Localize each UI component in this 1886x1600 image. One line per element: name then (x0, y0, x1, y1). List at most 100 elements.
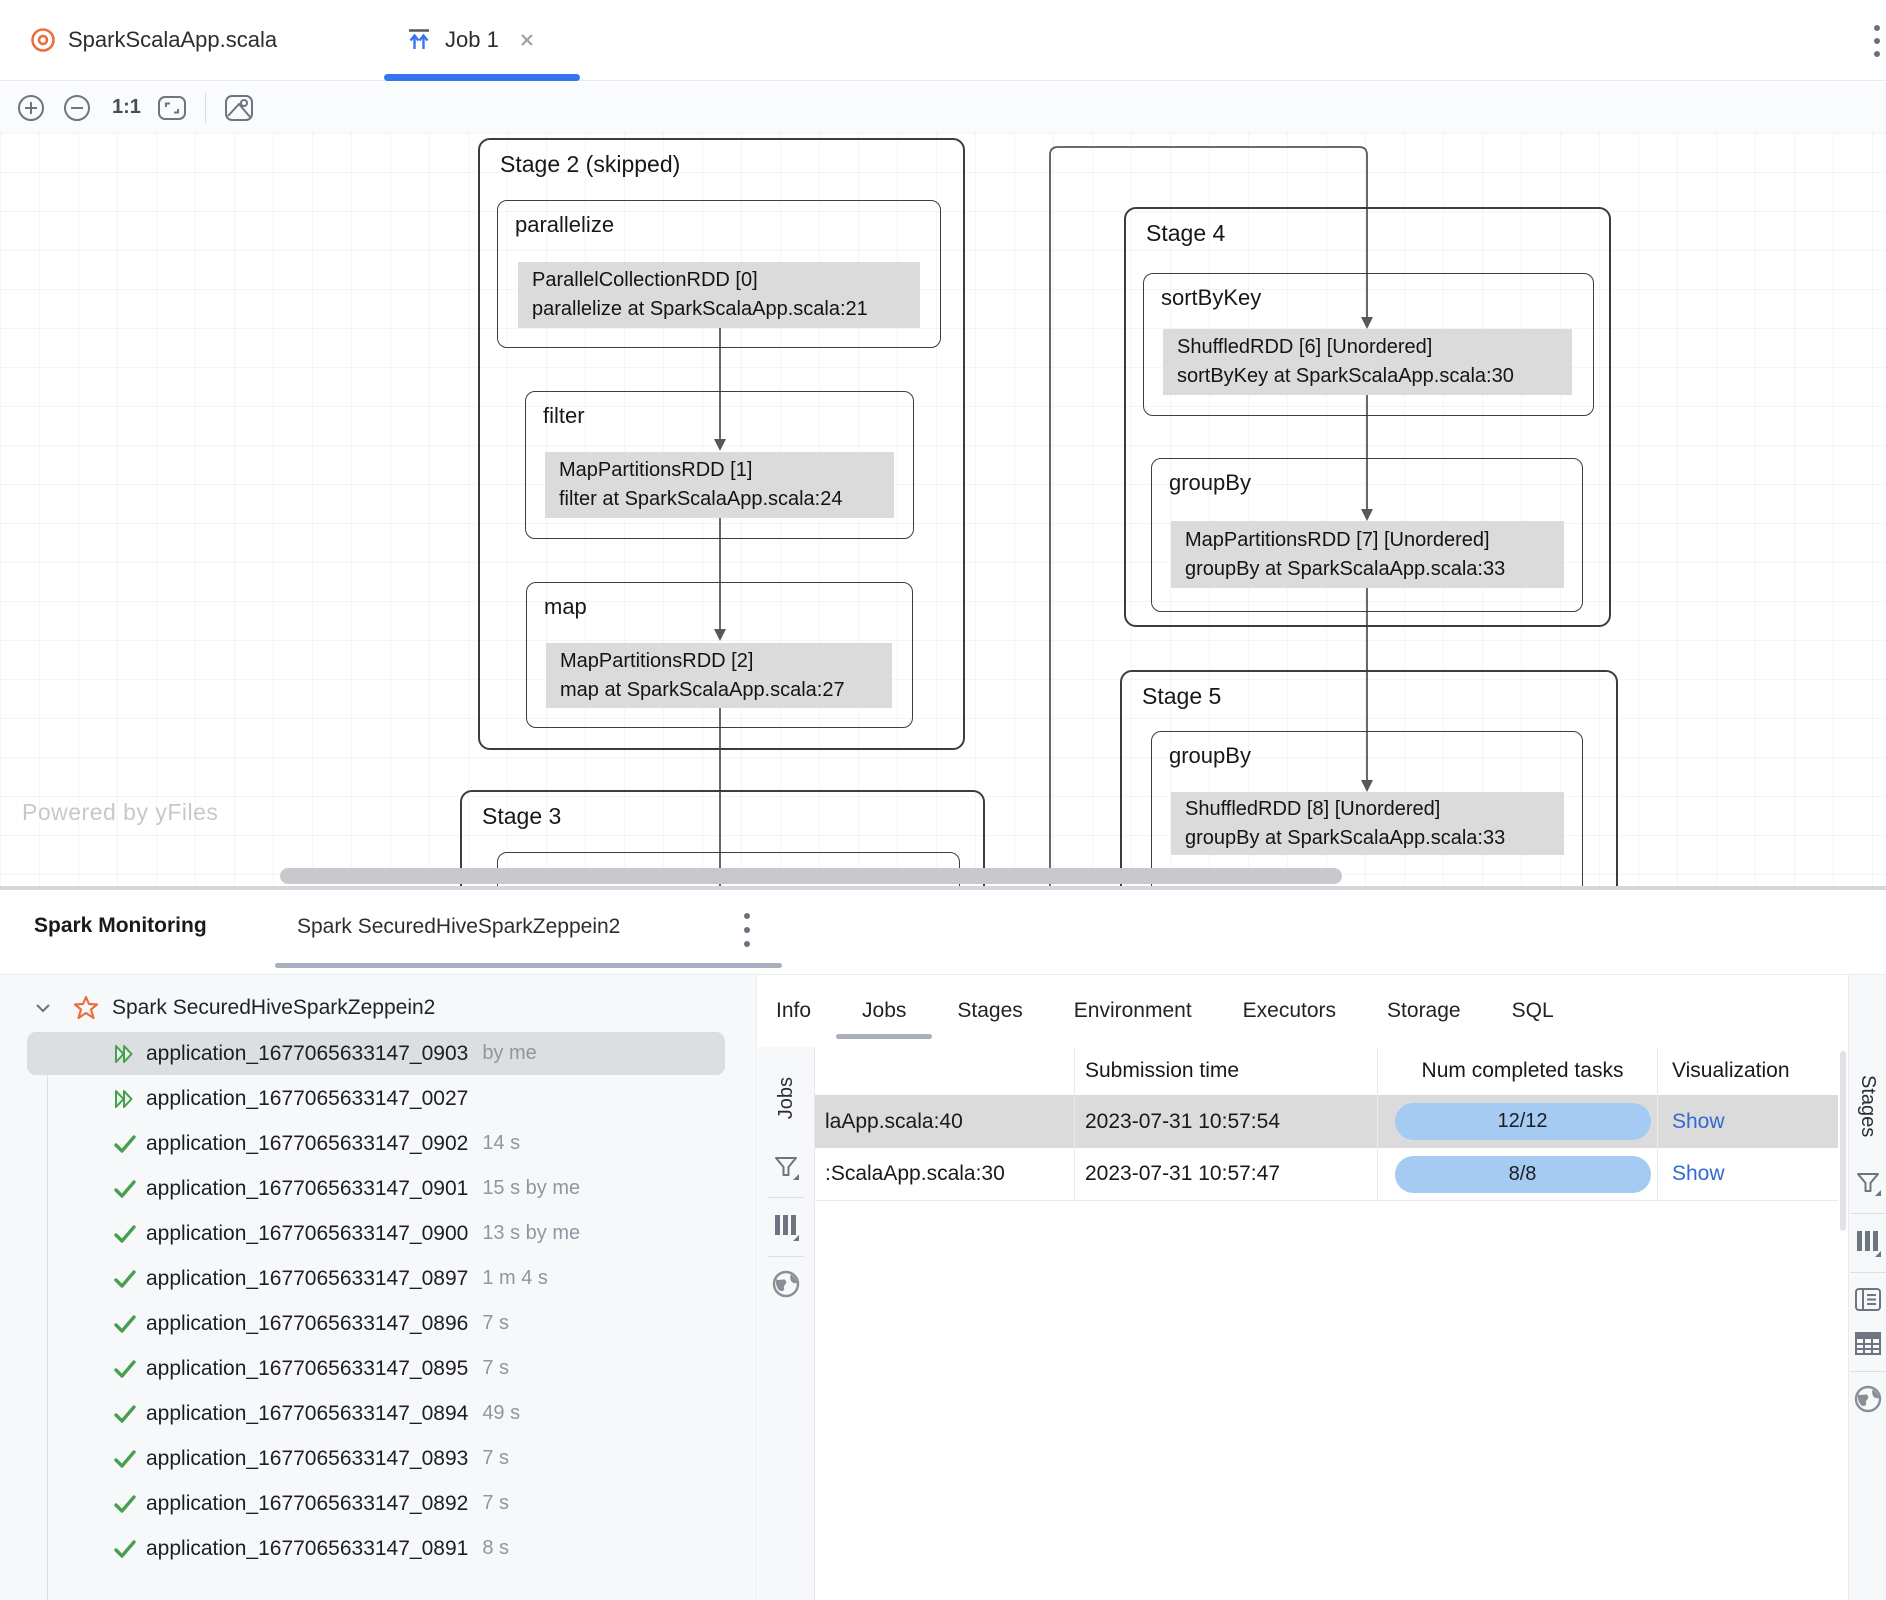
parallelize-op-box[interactable] (497, 200, 941, 348)
dag-canvas[interactable]: Stage 2 (skipped) parallelize ParallelCo… (0, 133, 1886, 886)
show-visualization-link[interactable]: Show (1672, 1162, 1725, 1185)
export-image-icon[interactable] (216, 88, 262, 128)
application-tree-row[interactable]: application_1677065633147_0901 15 s by m… (0, 1166, 756, 1211)
application-tree-row[interactable]: application_1677065633147_0896 7 s (0, 1301, 756, 1346)
submission-time-cell: 2023-07-31 10:57:47 (1075, 1148, 1378, 1200)
application-detail-panel: Info Jobs Stages (758, 975, 1886, 1600)
application-tree-row[interactable]: application_1677065633147_0027 (0, 1076, 756, 1121)
detail-tab[interactable]: SQL (1512, 975, 1554, 1047)
detail-tab-label: Storage (1387, 999, 1461, 1022)
application-status-icon (112, 1221, 138, 1247)
detail-tab[interactable]: Info (776, 975, 811, 1047)
rdd-node-map-partitions-7[interactable]: MapPartitionsRDD [7] [Unordered] groupBy… (1171, 521, 1564, 588)
detail-tab[interactable]: Environment (1074, 975, 1192, 1047)
columns-icon[interactable] (770, 1210, 802, 1244)
application-tree-row[interactable]: application_1677065633147_0903 by me (0, 1031, 756, 1076)
application-tree-row[interactable]: application_1677065633147_0891 8 s (0, 1526, 756, 1571)
filter-op-box[interactable] (525, 391, 914, 539)
application-status-icon (112, 1041, 138, 1067)
application-tree-row[interactable]: application_1677065633147_0900 13 s by m… (0, 1211, 756, 1256)
application-meta: 49 s (482, 1402, 521, 1424)
chevron-down-icon[interactable] (32, 997, 54, 1019)
detail-tab[interactable]: Stages (957, 975, 1022, 1047)
close-icon[interactable] (517, 30, 537, 50)
job-row[interactable]: :ScalaApp.scala:30 2023-07-31 10:57:47 8… (815, 1148, 1838, 1201)
column-header-num-completed-tasks[interactable]: Num completed tasks (1378, 1047, 1658, 1095)
detail-tab[interactable]: Storage (1387, 975, 1461, 1047)
rdd-node-shuffled-8[interactable]: ShuffledRDD [8] [Unordered] groupBy at S… (1171, 792, 1564, 855)
detail-tabs: Info Jobs Stages (758, 975, 1554, 1047)
connection-tab-indicator (275, 963, 782, 968)
map-op-box[interactable] (526, 582, 913, 728)
more-options-icon[interactable] (1870, 22, 1884, 62)
filter-icon[interactable] (1852, 1167, 1884, 1201)
detail-tab[interactable]: Executors (1243, 975, 1336, 1047)
stages-stripe-label[interactable]: Stages (1857, 1075, 1879, 1138)
rdd-node-line1: ShuffledRDD [6] [Unordered] (1177, 336, 1433, 358)
zoom-in-icon[interactable] (8, 88, 54, 128)
details-view-icon[interactable] (1852, 1285, 1884, 1315)
rdd-node-line1: MapPartitionsRDD [1] (559, 459, 753, 481)
globe-icon[interactable] (1853, 1384, 1883, 1414)
scala-file-icon (30, 27, 56, 53)
application-tree-row[interactable]: application_1677065633147_0893 7 s (0, 1436, 756, 1481)
graph-toolbar: 1:1 (0, 82, 1886, 133)
application-meta: 7 s (482, 1492, 509, 1514)
stripe-divider (768, 1256, 804, 1258)
groupby-op-label-stage4: groupBy (1169, 470, 1251, 495)
sortbykey-op-box[interactable] (1143, 273, 1594, 416)
submission-time-cell: 2023-07-31 10:57:54 (1075, 1095, 1378, 1148)
stage-3-box[interactable] (460, 790, 985, 886)
application-id: application_1677065633147_0900 (146, 1221, 469, 1245)
detail-tab-label: Stages (957, 999, 1023, 1022)
tool-window-title: Spark Monitoring (34, 914, 207, 937)
jobs-stripe-label[interactable]: Jobs (774, 1077, 797, 1120)
rdd-node-shuffled-6[interactable]: ShuffledRDD [6] [Unordered] sortByKey at… (1163, 329, 1572, 395)
tasks-progress-pill: 8/8 (1394, 1155, 1651, 1193)
connection-tab[interactable]: Spark SecuredHiveSparkZeppein2 (297, 915, 621, 938)
filter-icon[interactable] (770, 1151, 802, 1185)
tree-root-row[interactable]: Spark SecuredHiveSparkZeppein2 (0, 987, 756, 1029)
filter-op-label: filter (543, 403, 585, 428)
columns-icon[interactable] (1852, 1226, 1884, 1260)
groupby-op-box-stage4[interactable] (1151, 458, 1583, 612)
table-vertical-scrollbar[interactable] (1840, 1051, 1846, 1231)
column-header-visualization[interactable]: Visualization (1672, 1059, 1790, 1082)
table-view-icon[interactable] (1852, 1329, 1884, 1359)
application-meta: 15 s by me (482, 1177, 581, 1199)
dag-edges (714, 146, 1373, 886)
detail-tab[interactable]: Jobs (836, 975, 933, 1047)
tab-spark-scala-file[interactable]: SparkScalaApp.scala (30, 0, 277, 80)
rdd-node-parallel-collection[interactable]: ParallelCollectionRDD [0] parallelize at… (518, 262, 920, 328)
application-tree-row[interactable]: application_1677065633147_0895 7 s (0, 1346, 756, 1391)
stage-5-box[interactable] (1120, 670, 1618, 886)
file-tab-label: SparkScalaApp.scala (68, 27, 278, 52)
job-row-selected[interactable]: laApp.scala:40 2023-07-31 10:57:54 12/12… (815, 1095, 1838, 1148)
show-visualization-link[interactable]: Show (1672, 1109, 1725, 1133)
application-list: application_1677065633147_0903 by me (0, 1031, 756, 1571)
stage-2-box[interactable] (478, 138, 965, 750)
stage-4-box[interactable] (1124, 207, 1611, 627)
fit-content-icon[interactable] (149, 88, 195, 128)
zoom-actual-size-button[interactable]: 1:1 (112, 96, 141, 118)
stripe-divider (1849, 1213, 1886, 1215)
toolbar-separator (204, 92, 206, 123)
zoom-out-icon[interactable] (54, 88, 100, 128)
application-tree-row[interactable]: application_1677065633147_0892 7 s (0, 1481, 756, 1526)
column-header-submission-time[interactable]: Submission time (1075, 1047, 1378, 1095)
column-header-job[interactable] (815, 1047, 1075, 1095)
rdd-node-map-partitions-2[interactable]: MapPartitionsRDD [2] map at SparkScalaAp… (546, 643, 892, 708)
application-status-icon (112, 1266, 138, 1292)
application-meta: by me (482, 1042, 537, 1064)
application-tree-row[interactable]: application_1677065633147_0894 49 s (0, 1391, 756, 1436)
application-tree-row[interactable]: application_1677065633147_0902 14 s (0, 1121, 756, 1166)
tab-job-1[interactable]: Job 1 (405, 0, 537, 80)
groupby-op-box-stage5[interactable] (1151, 731, 1583, 886)
tool-window-options-icon[interactable] (740, 908, 754, 952)
rdd-node-map-partitions-1[interactable]: MapPartitionsRDD [1] filter at SparkScal… (545, 452, 894, 518)
application-tree-row[interactable]: application_1677065633147_0897 1 m 4 s (0, 1256, 756, 1301)
editor-tab-bar: SparkScalaApp.scala Job 1 (0, 0, 1886, 81)
globe-icon[interactable] (771, 1269, 801, 1299)
horizontal-scrollbar[interactable] (280, 868, 1342, 884)
rdd-node-line2: groupBy at SparkScalaApp.scala:33 (1185, 826, 1506, 849)
